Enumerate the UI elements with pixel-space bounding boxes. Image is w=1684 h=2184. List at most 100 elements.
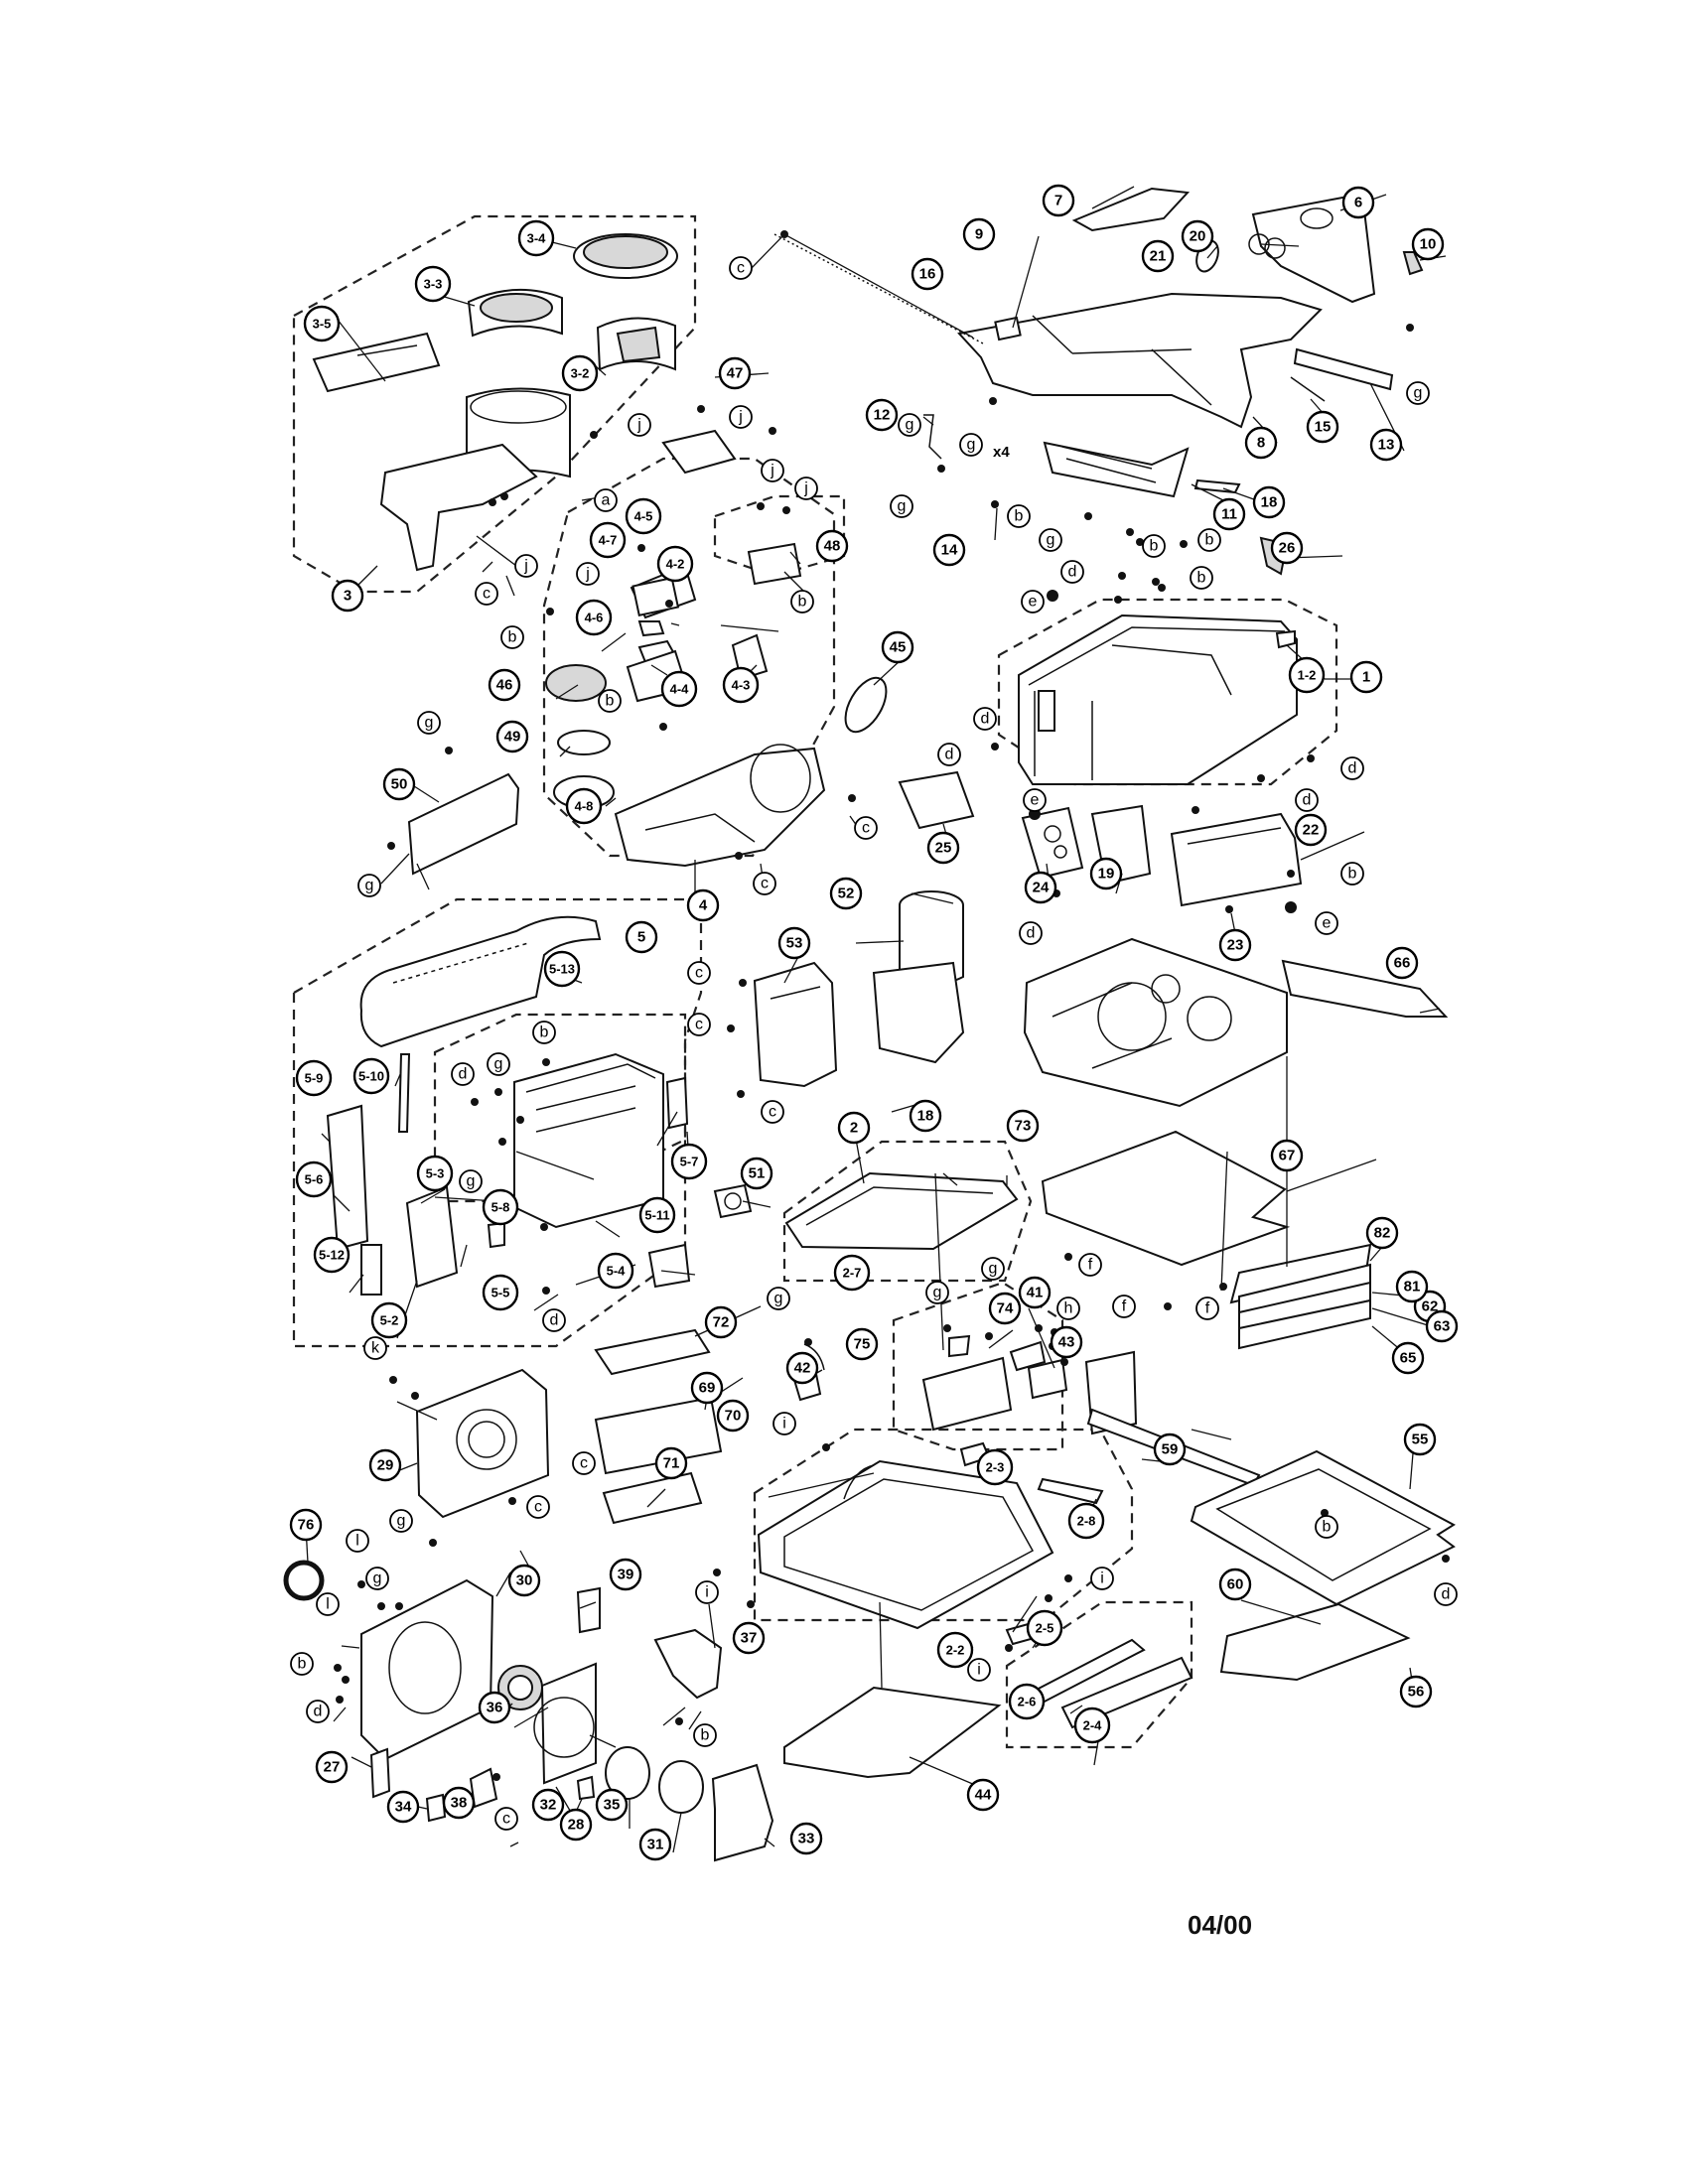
- screw-label-c-9[interactable]: c: [572, 1451, 596, 1475]
- screw-label-i-4[interactable]: i: [967, 1658, 991, 1682]
- callout-26[interactable]: 26: [1270, 531, 1304, 565]
- screw-label-k[interactable]: k: [363, 1336, 387, 1360]
- screw-label-g-6[interactable]: g: [1406, 381, 1430, 405]
- callout-46[interactable]: 46: [488, 668, 521, 702]
- callout-71[interactable]: 71: [654, 1446, 688, 1480]
- screw-label-b-1[interactable]: b: [500, 625, 524, 649]
- screw-label-b-3[interactable]: b: [790, 590, 814, 614]
- screw-label-b-12[interactable]: b: [693, 1723, 717, 1747]
- screw-label-c-5[interactable]: c: [753, 872, 776, 895]
- callout-20[interactable]: 20: [1181, 219, 1214, 253]
- callout-4-3[interactable]: 4-3: [722, 666, 760, 704]
- screw-label-g-5[interactable]: g: [890, 494, 913, 518]
- screw-label-g-12[interactable]: g: [981, 1257, 1005, 1281]
- callout-4-7[interactable]: 4-7: [589, 521, 627, 559]
- screw-label-b-7[interactable]: b: [1190, 566, 1213, 590]
- callout-63[interactable]: 63: [1425, 1309, 1459, 1343]
- screw-label-d-9[interactable]: d: [1434, 1582, 1458, 1606]
- callout-55[interactable]: 55: [1403, 1423, 1437, 1456]
- screw-label-e-2[interactable]: e: [1023, 788, 1047, 812]
- callout-53[interactable]: 53: [777, 926, 811, 960]
- screw-label-c-11[interactable]: c: [494, 1807, 518, 1831]
- callout-47[interactable]: 47: [718, 356, 752, 390]
- screw-label-d-2[interactable]: d: [973, 707, 997, 731]
- screw-label-g-3[interactable]: g: [898, 413, 921, 437]
- callout-4-8[interactable]: 4-8: [565, 787, 603, 825]
- screw-label-g-2[interactable]: g: [357, 874, 381, 897]
- callout-72[interactable]: 72: [704, 1305, 738, 1339]
- callout-41[interactable]: 41: [1018, 1276, 1052, 1309]
- screw-label-c-3[interactable]: c: [475, 582, 498, 606]
- callout-39[interactable]: 39: [609, 1558, 642, 1591]
- callout-30[interactable]: 30: [507, 1564, 541, 1597]
- screw-label-g-7[interactable]: g: [1039, 528, 1062, 552]
- callout-4-6[interactable]: 4-6: [575, 599, 613, 636]
- screw-label-i-2[interactable]: i: [695, 1580, 719, 1604]
- callout-12[interactable]: 12: [865, 398, 899, 432]
- callout-60[interactable]: 60: [1218, 1568, 1252, 1601]
- callout-25[interactable]: 25: [926, 831, 960, 865]
- screw-label-b-2[interactable]: b: [598, 689, 622, 713]
- callout-29[interactable]: 29: [368, 1448, 402, 1482]
- callout-2[interactable]: 2: [837, 1111, 871, 1145]
- screw-label-b-6[interactable]: b: [1197, 528, 1221, 552]
- screw-label-d-5[interactable]: d: [1295, 788, 1319, 812]
- callout-49[interactable]: 49: [495, 720, 529, 753]
- callout-5-8[interactable]: 5-8: [482, 1188, 519, 1226]
- screw-label-d-6[interactable]: d: [1019, 921, 1043, 945]
- callout-23[interactable]: 23: [1218, 928, 1252, 962]
- callout-65[interactable]: 65: [1391, 1341, 1425, 1375]
- screw-label-c-10[interactable]: c: [526, 1495, 550, 1519]
- callout-5-12[interactable]: 5-12: [313, 1236, 351, 1274]
- screw-label-i-1[interactable]: i: [772, 1412, 796, 1435]
- callout-4-4[interactable]: 4-4: [660, 670, 698, 708]
- callout-18-center[interactable]: 18: [909, 1099, 942, 1133]
- callout-67[interactable]: 67: [1270, 1139, 1304, 1172]
- callout-56[interactable]: 56: [1399, 1675, 1433, 1708]
- screw-label-j-2[interactable]: j: [729, 405, 753, 429]
- callout-22[interactable]: 22: [1294, 813, 1328, 847]
- screw-label-j-6[interactable]: j: [576, 562, 600, 586]
- screw-label-c-7[interactable]: c: [687, 1013, 711, 1036]
- callout-5-2[interactable]: 5-2: [370, 1301, 408, 1339]
- callout-11[interactable]: 11: [1212, 497, 1246, 531]
- callout-13[interactable]: 13: [1369, 428, 1403, 462]
- callout-5[interactable]: 5: [625, 920, 658, 954]
- callout-7[interactable]: 7: [1042, 184, 1075, 217]
- callout-21[interactable]: 21: [1141, 239, 1175, 273]
- callout-35[interactable]: 35: [595, 1788, 629, 1822]
- callout-8[interactable]: 8: [1244, 426, 1278, 460]
- screw-label-d-1[interactable]: d: [1060, 560, 1084, 584]
- screw-label-l-1[interactable]: l: [346, 1529, 369, 1553]
- callout-5-10[interactable]: 5-10: [352, 1057, 390, 1095]
- callout-74[interactable]: 74: [988, 1292, 1022, 1325]
- screw-label-b-11[interactable]: b: [290, 1652, 314, 1676]
- callout-19[interactable]: 19: [1089, 857, 1123, 890]
- screw-label-j-3[interactable]: j: [761, 459, 784, 482]
- screw-label-f-2[interactable]: f: [1112, 1295, 1136, 1318]
- callout-2-7[interactable]: 2-7: [833, 1254, 871, 1292]
- screw-label-j-1[interactable]: j: [628, 413, 651, 437]
- screw-label-d-8[interactable]: d: [542, 1308, 566, 1332]
- callout-5-13[interactable]: 5-13: [543, 950, 581, 988]
- screw-label-b-5[interactable]: b: [1142, 534, 1166, 558]
- callout-3-4[interactable]: 3-4: [517, 219, 555, 257]
- callout-1[interactable]: 1: [1349, 660, 1383, 694]
- screw-label-e-1[interactable]: e: [1021, 590, 1045, 614]
- screw-label-j-5[interactable]: j: [514, 554, 538, 578]
- callout-37[interactable]: 37: [732, 1621, 766, 1655]
- callout-50[interactable]: 50: [382, 767, 416, 801]
- screw-label-d-3[interactable]: d: [937, 743, 961, 766]
- callout-5-5[interactable]: 5-5: [482, 1274, 519, 1311]
- callout-18-top[interactable]: 18: [1252, 485, 1286, 519]
- callout-16[interactable]: 16: [911, 257, 944, 291]
- callout-3-2[interactable]: 3-2: [561, 354, 599, 392]
- callout-70[interactable]: 70: [716, 1399, 750, 1433]
- screw-label-c-8[interactable]: c: [761, 1100, 784, 1124]
- callout-34[interactable]: 34: [386, 1790, 420, 1824]
- callout-73[interactable]: 73: [1006, 1109, 1040, 1143]
- callout-59[interactable]: 59: [1153, 1433, 1187, 1466]
- callout-24[interactable]: 24: [1024, 871, 1057, 904]
- callout-2-4[interactable]: 2-4: [1073, 1706, 1111, 1744]
- callout-1-2[interactable]: 1-2: [1288, 656, 1326, 694]
